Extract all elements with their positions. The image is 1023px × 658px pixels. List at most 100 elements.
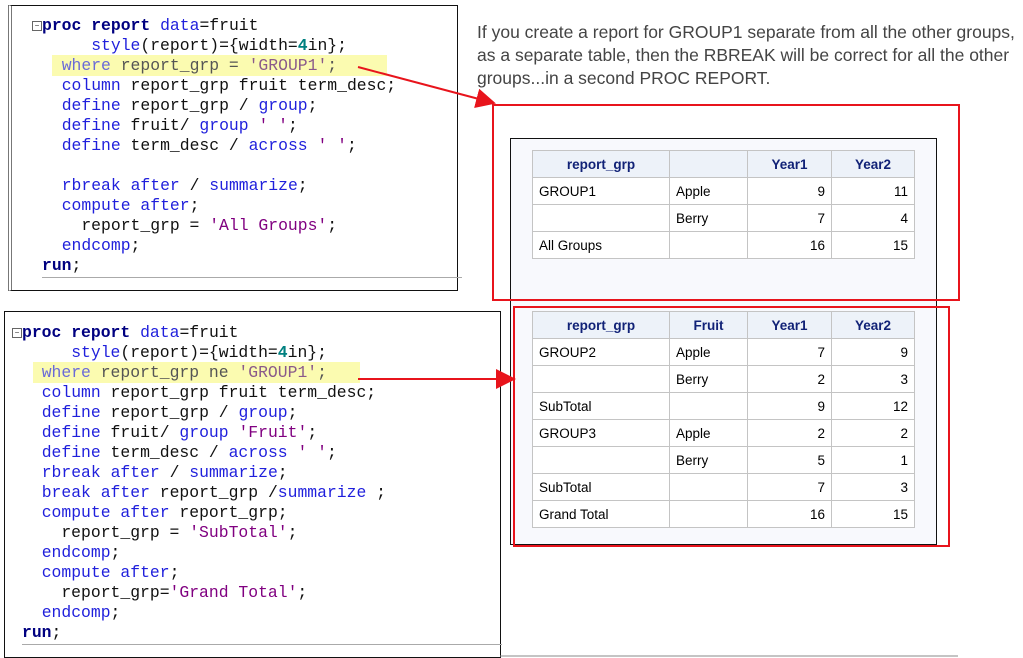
column-header: Year1 bbox=[747, 311, 832, 339]
fold-toggle-icon[interactable]: − bbox=[12, 328, 22, 338]
code-token: proc bbox=[22, 323, 62, 342]
code-line: style(report)={width=4in}; bbox=[42, 36, 347, 56]
code-token: define bbox=[61, 116, 121, 135]
code-token: endcomp bbox=[41, 543, 111, 562]
code-token: ; bbox=[327, 216, 338, 235]
table-cell: 9 bbox=[831, 338, 915, 366]
column-header: Year2 bbox=[831, 311, 915, 339]
code-token: group bbox=[179, 423, 229, 442]
code-token: 'All Groups' bbox=[209, 216, 328, 235]
code-line: endcomp; bbox=[22, 543, 121, 563]
code-token: ; bbox=[169, 563, 180, 582]
highlight-box-table2 bbox=[513, 306, 950, 547]
code-token: report_grp fruit term_desc; bbox=[100, 383, 377, 402]
column-header: Year1 bbox=[747, 150, 832, 178]
table-cell: Berry bbox=[669, 446, 748, 474]
table-cell bbox=[669, 231, 748, 259]
code-line: where report_grp = 'GROUP1'; bbox=[42, 56, 337, 76]
table-cell: 9 bbox=[747, 177, 832, 205]
table-cell: SubTotal bbox=[532, 473, 670, 501]
arrow-to-table1 bbox=[357, 66, 496, 109]
code-token: rbreak bbox=[61, 176, 121, 195]
code-token: ' ' bbox=[297, 443, 327, 462]
code-editor-group1[interactable]: −proc report data=fruit style(report)={w… bbox=[8, 5, 462, 291]
code-token: compute bbox=[61, 196, 131, 215]
code-token: ; bbox=[366, 483, 386, 502]
code-token: report_grp / bbox=[100, 403, 239, 422]
code-line: compute after; bbox=[42, 196, 200, 216]
table-cell: 12 bbox=[831, 392, 915, 420]
code-token: rbreak bbox=[41, 463, 101, 482]
column-header: report_grp bbox=[532, 150, 670, 178]
code-editor-other-groups[interactable]: −proc report data=fruit style(report)={w… bbox=[4, 311, 502, 658]
code-token: group bbox=[258, 96, 308, 115]
code-token: endcomp bbox=[41, 603, 111, 622]
table-cell: 3 bbox=[831, 473, 915, 501]
code-line: report_grp='Grand Total'; bbox=[22, 583, 307, 603]
fold-toggle-icon[interactable]: − bbox=[32, 21, 42, 31]
code-token: ; bbox=[71, 256, 82, 275]
code-token: data bbox=[140, 323, 180, 342]
code-token: term_desc / bbox=[100, 443, 229, 462]
code-line: endcomp; bbox=[22, 603, 121, 623]
code-token: ; bbox=[51, 623, 62, 642]
code-token: ; bbox=[297, 583, 308, 602]
code-line: style(report)={width=4in}; bbox=[22, 343, 327, 363]
code-line: where report_grp ne 'GROUP1'; bbox=[22, 363, 327, 383]
code-token: proc bbox=[42, 16, 82, 35]
code-token: endcomp bbox=[61, 236, 131, 255]
code-token: report_grp fruit term_desc; bbox=[120, 76, 397, 95]
code-line: run; bbox=[42, 256, 81, 276]
code-token: style bbox=[91, 36, 141, 55]
code-token: report_grp = bbox=[42, 216, 210, 235]
code-token: ; bbox=[287, 523, 298, 542]
code-token: ' ' bbox=[317, 136, 347, 155]
table-cell: 7 bbox=[747, 204, 832, 232]
code-token: in}; bbox=[307, 36, 347, 55]
code-token: summarize bbox=[189, 463, 278, 482]
code-token: run bbox=[22, 623, 52, 642]
code-token: define bbox=[61, 96, 121, 115]
column-header: Year2 bbox=[831, 150, 915, 178]
table-cell: 15 bbox=[831, 231, 915, 259]
table-cell bbox=[532, 446, 670, 474]
code-token: fruit/ bbox=[120, 116, 200, 135]
table-cell: 4 bbox=[831, 204, 915, 232]
code-token: ; bbox=[189, 196, 200, 215]
code-token: after bbox=[130, 176, 180, 195]
table-cell: Apple bbox=[669, 419, 748, 447]
code-token: in}; bbox=[287, 343, 327, 362]
code-token: ; bbox=[277, 463, 288, 482]
code-token: compute bbox=[41, 503, 111, 522]
highlight-box-table1 bbox=[492, 104, 960, 301]
code-token: after bbox=[120, 503, 170, 522]
code-token: ; bbox=[130, 236, 141, 255]
table-cell: 2 bbox=[747, 365, 832, 393]
code-token: 'SubTotal' bbox=[189, 523, 288, 542]
code-line: proc report data=fruit bbox=[22, 323, 238, 343]
code-line: rbreak after / summarize; bbox=[42, 176, 308, 196]
code-line: compute after report_grp; bbox=[22, 503, 288, 523]
code-token: column bbox=[41, 383, 101, 402]
table-cell: Apple bbox=[669, 177, 748, 205]
code-token: report bbox=[91, 16, 151, 35]
code-token: fruit/ bbox=[100, 423, 180, 442]
table-cell: Grand Total bbox=[532, 500, 670, 528]
code-token: 'GROUP1' bbox=[238, 363, 318, 382]
code-token: report_grp / bbox=[120, 96, 259, 115]
code-token: define bbox=[41, 423, 101, 442]
code-token: report_grp = bbox=[22, 523, 190, 542]
table-cell: 16 bbox=[747, 231, 832, 259]
code-token: term_desc / bbox=[120, 136, 249, 155]
code-token: 'Grand Total' bbox=[169, 583, 298, 602]
code-token: ; bbox=[327, 56, 338, 75]
